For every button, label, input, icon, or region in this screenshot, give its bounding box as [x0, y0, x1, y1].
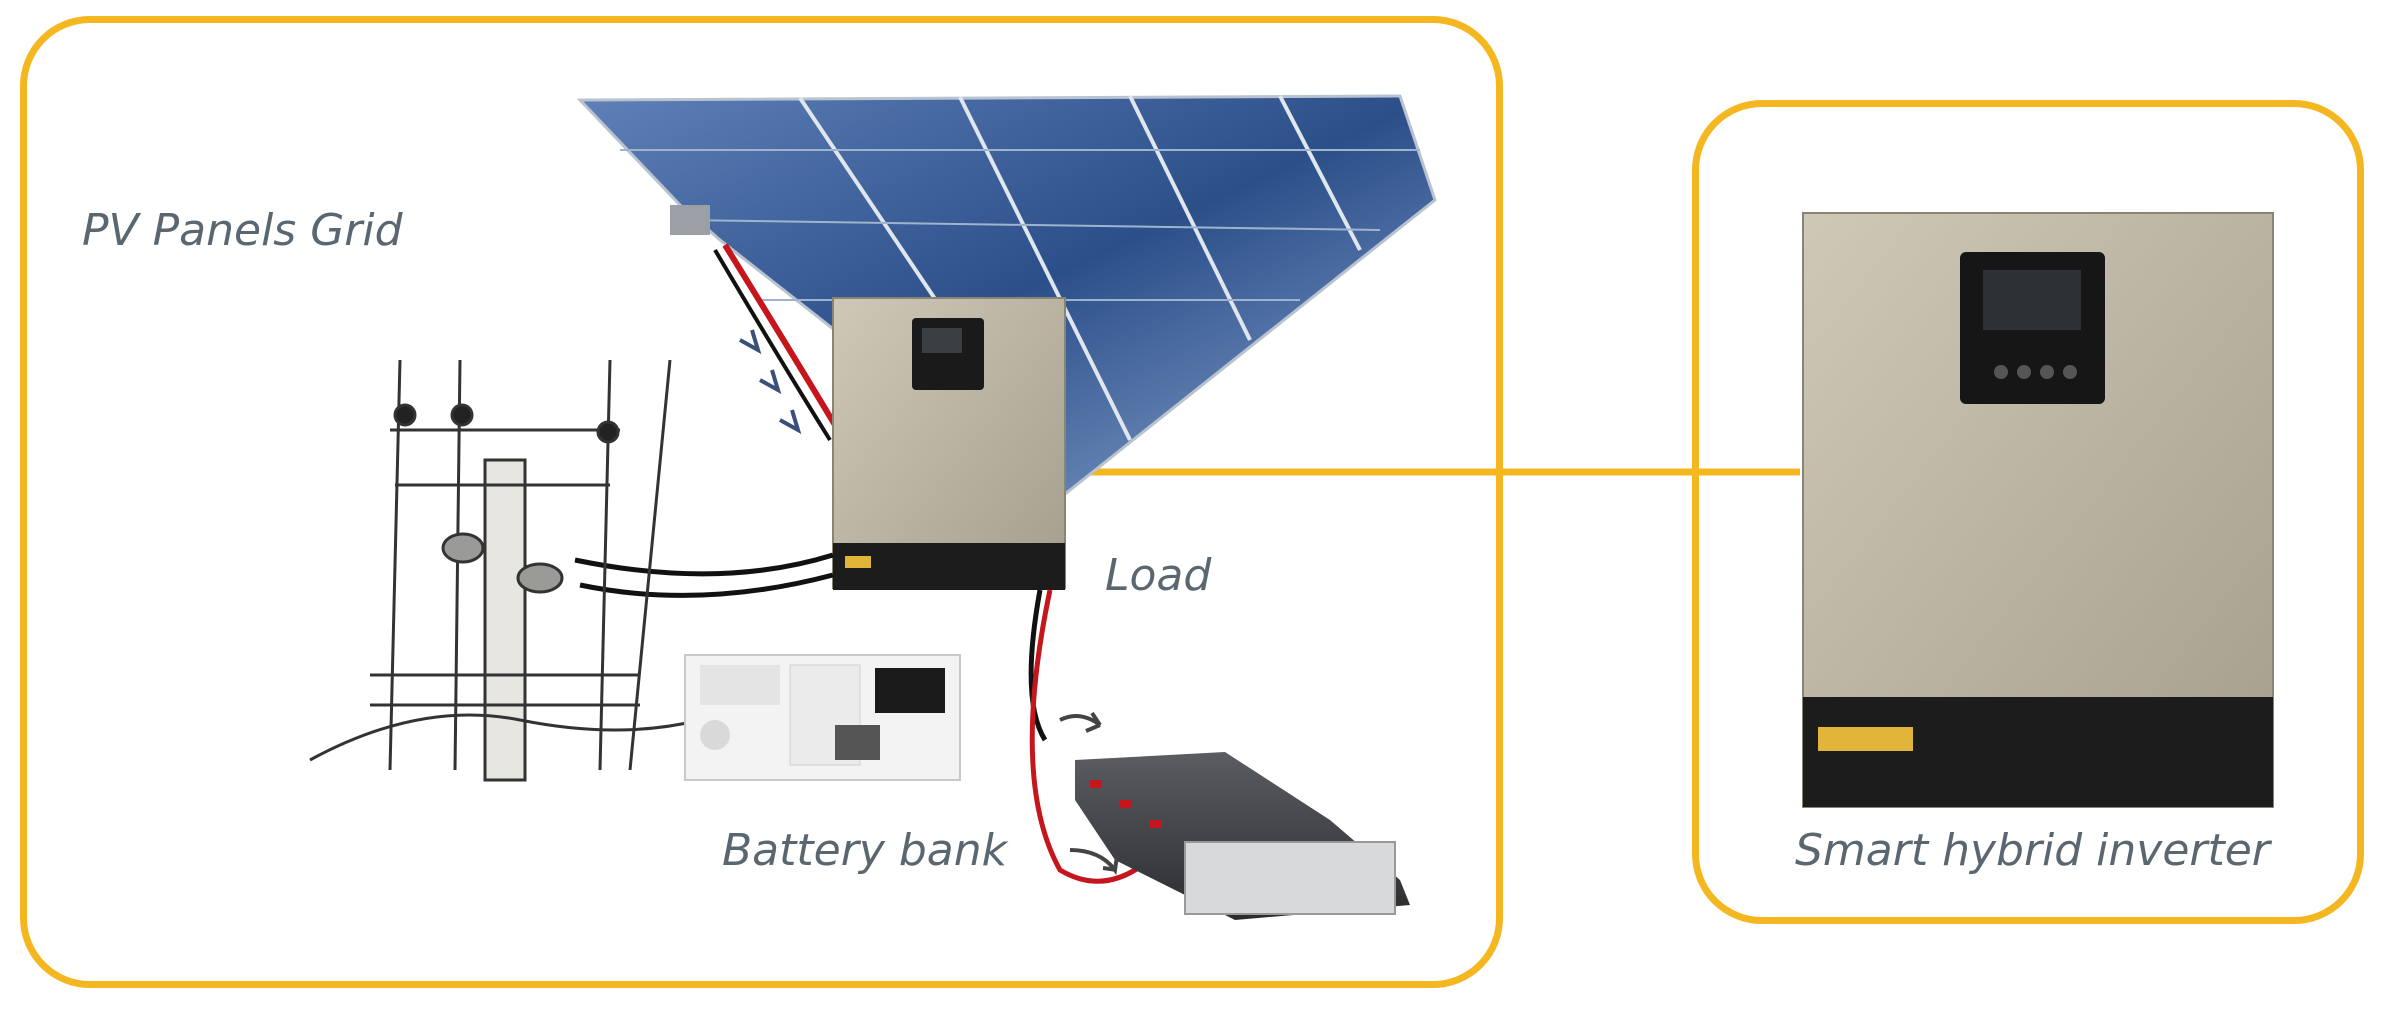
inverter-label: Smart hybrid inverter: [1795, 825, 2270, 876]
appliances-icon: [684, 654, 961, 781]
battery-icon: [1075, 752, 1410, 920]
utility-pole-icon: [309, 359, 701, 782]
inverter-icon: [1802, 212, 2274, 808]
arrow-icon: [739, 329, 802, 435]
load-label: Load: [1105, 550, 1212, 601]
inverter-icon: [832, 297, 1066, 590]
arrow-icon: [1059, 711, 1119, 876]
inverter-frame: [1692, 100, 2364, 924]
battery-bank-label: Battery bank: [722, 825, 1008, 876]
system-frame: [20, 16, 1503, 988]
pv-panels-label: PV Panels Grid: [82, 205, 403, 256]
